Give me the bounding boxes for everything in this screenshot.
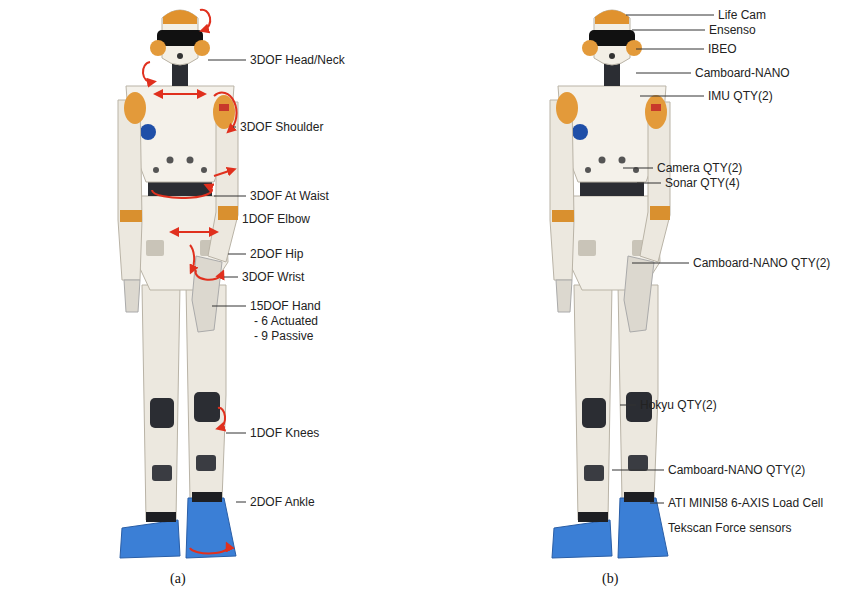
sensor-label: Ensenso: [709, 23, 756, 37]
sensor-label: IMU QTY(2): [708, 89, 773, 103]
subfigure-caption: (a): [170, 572, 186, 586]
sensor-label: Camboard-NANO QTY(2): [668, 463, 805, 477]
sensor-label: Tekscan Force sensors: [668, 521, 791, 535]
dof-label: 3DOF At Waist: [250, 189, 329, 203]
sensor-label: ATI MINI58 6-AXIS Load Cell: [668, 496, 823, 510]
leader-lines: [208, 15, 714, 528]
robot-b: [550, 10, 670, 558]
robot-a: [118, 10, 238, 558]
dof-label: 2DOF Hip: [250, 247, 303, 261]
dof-label: 1DOF Elbow: [242, 212, 310, 226]
dof-label: 2DOF Ankle: [250, 495, 315, 509]
sensor-label: IBEO: [708, 42, 737, 56]
dof-label: - 9 Passive: [254, 329, 313, 343]
sensor-label: Life Cam: [718, 8, 766, 22]
dof-label: 3DOF Shoulder: [240, 120, 323, 134]
dof-arrows: [143, 10, 237, 554]
dof-label: - 6 Actuated: [254, 314, 318, 328]
sensor-label: Sonar QTY(4): [665, 176, 740, 190]
dof-label: 3DOF Wrist: [242, 270, 304, 284]
dof-label: 15DOF Hand: [250, 299, 321, 313]
subfigure-caption: (b): [602, 572, 618, 586]
sensor-label: Camera QTY(2): [657, 161, 742, 175]
dof-label: 3DOF Head/Neck: [250, 53, 345, 67]
sensor-label: Camboard-NANO QTY(2): [693, 256, 830, 270]
sensor-label: Hokyu QTY(2): [640, 398, 717, 412]
sensor-label: Camboard-NANO: [695, 66, 790, 80]
dof-label: 1DOF Knees: [250, 426, 319, 440]
